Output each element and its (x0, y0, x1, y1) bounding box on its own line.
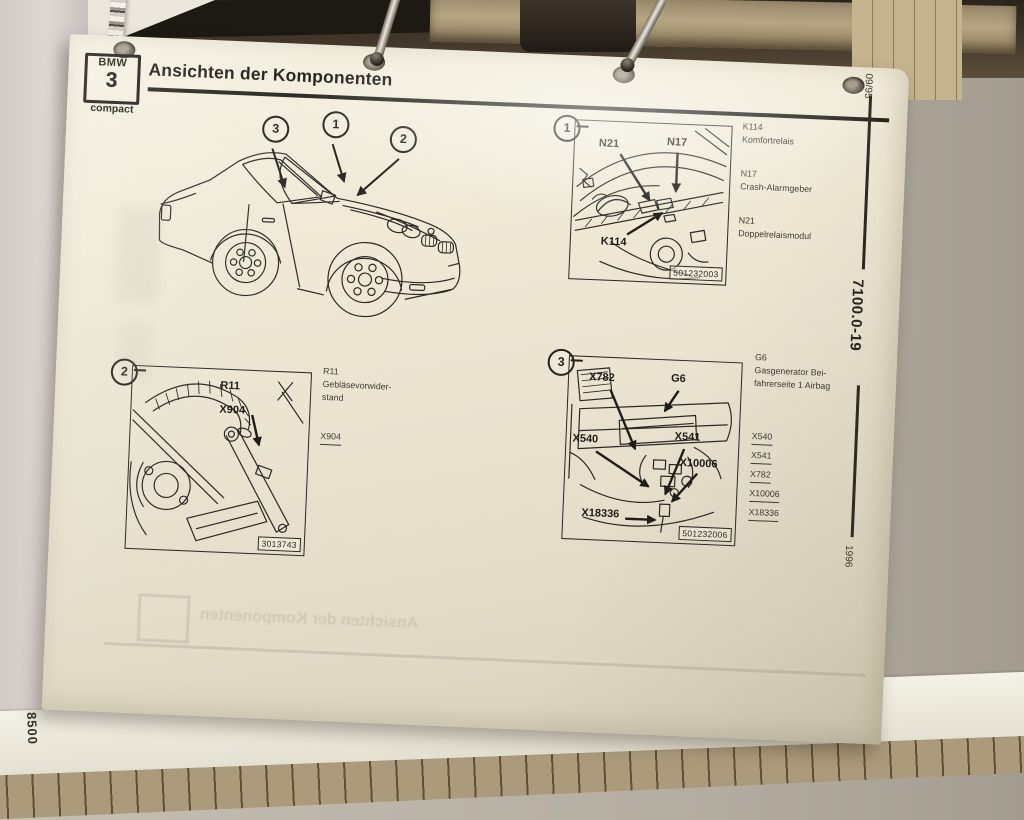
blower-resistor-sketch (129, 380, 304, 542)
logo-series-text: 3 (105, 68, 119, 93)
car-overview-figure: 3 1 2 (146, 108, 484, 327)
panel-2-label-x904-text: X904 (219, 403, 246, 417)
panel-1-legend: K114 Komfortrelais N17 Crash-Alarmgeber … (737, 120, 873, 265)
panel-1-figure: N21 N17 K114 501232003 (568, 119, 733, 286)
margin-issue-date: 09/95 (862, 73, 875, 99)
underlying-page-number: 8500 (24, 711, 41, 746)
connector-ref: X540 (751, 429, 773, 446)
panel-1-label-n21: N21 (598, 137, 620, 151)
callout-arrows (271, 143, 400, 197)
connector-ref: X18336 (748, 505, 780, 523)
page-title: Ansichten der Komponenten (148, 59, 393, 90)
connector-ref: X541 (750, 448, 772, 465)
photo-of-binder-page: { "header": { "logo_brand": "BMW", "logo… (0, 0, 1024, 768)
panel-3-label-x782: X782 (588, 371, 616, 385)
panel-1-image-id: 501232003 (669, 265, 723, 282)
panel-2-figure: R11 X904 3013743 (124, 364, 313, 557)
panel-3-label-x18336: X18336 (581, 506, 620, 521)
panel-2-image-id: 3013743 (257, 536, 302, 553)
panel-1-label-n17: N17 (666, 136, 688, 149)
connector-ref: X782 (749, 467, 771, 484)
car-line-art (158, 143, 461, 318)
manual-page[interactable]: BMW 3 compact Ansichten der Komponenten … (41, 34, 910, 745)
show-through-logo (136, 593, 191, 644)
connector-ref: X904 (320, 429, 342, 446)
panel-2-label-r11: R11 X904 (219, 380, 246, 417)
panel-2-legend: R11 Gebläsevorwider- stand X904 (320, 365, 433, 454)
show-through-mark (114, 206, 161, 303)
panel-3-label-g6: G6 (670, 372, 687, 386)
binder-clamp (520, 0, 636, 52)
bmw-3-compact-logo: BMW 3 compact (83, 52, 142, 116)
show-through-mark (115, 322, 154, 382)
panel-3: 3 (540, 346, 898, 560)
panel-1-label-k114: K114 (600, 235, 627, 249)
dashboard-airbag-sketch (568, 367, 732, 533)
panel-3-legend: G6 Gasgenerator Bei- fahrerseite 1 Airba… (748, 351, 875, 530)
panel-3-figure: X782 G6 X540 X541 X10006 X18336 50123200… (561, 355, 743, 547)
engine-bay-sketch (573, 128, 730, 280)
logo-suffix-text: compact (90, 101, 134, 116)
panel-3-label-x10006: X10006 (679, 456, 718, 471)
panel-1: 1 (547, 110, 894, 304)
show-through-title: Ansichten der Komponenten (199, 605, 419, 633)
connector-ref: X10006 (749, 486, 780, 504)
panel-3-label-x541: X541 (674, 430, 701, 444)
panel-2-label-r11-text: R11 (220, 379, 241, 393)
panel-2: 2 (103, 356, 481, 571)
panel-3-image-id: 501232006 (678, 525, 732, 543)
panel-3-label-x540: X540 (572, 432, 599, 446)
